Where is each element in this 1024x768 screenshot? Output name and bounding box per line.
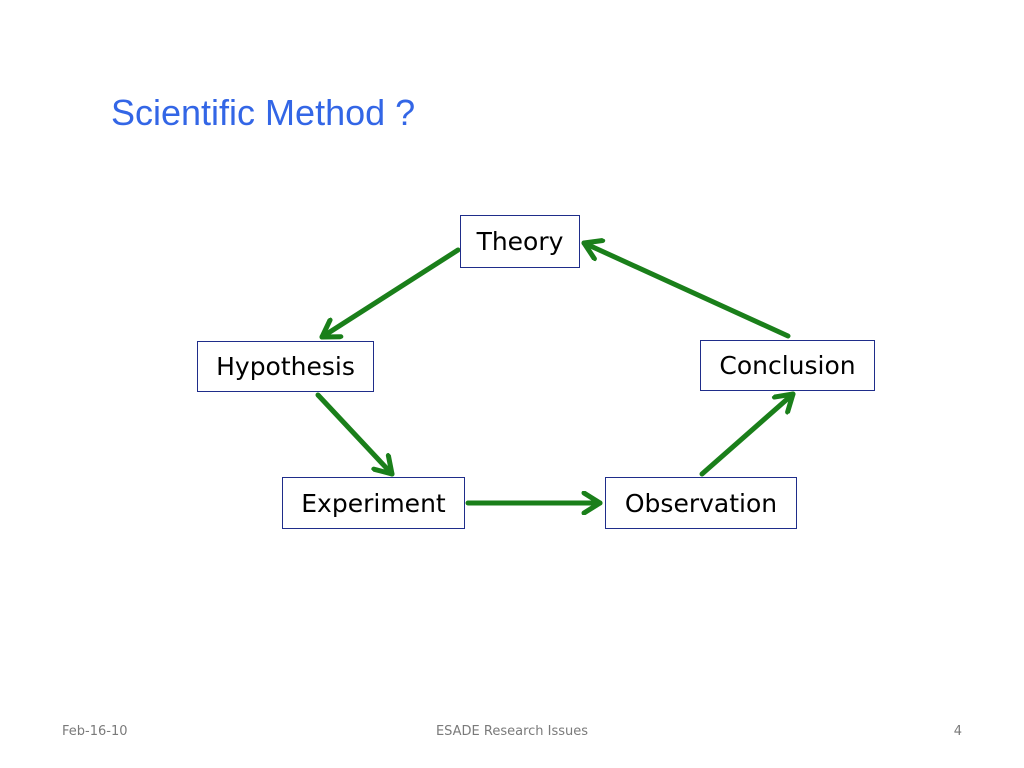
arrow-theory-to-hypothesis [319, 247, 461, 340]
footer-center-text: ESADE Research Issues [435, 724, 589, 739]
node-hypothesis: Hypothesis [197, 341, 374, 392]
node-conclusion: Conclusion [700, 340, 875, 391]
arrow-conclusion-to-theory [581, 243, 791, 339]
arrow-observation-to-conclusion [699, 391, 796, 477]
node-observation: Observation [605, 477, 797, 529]
footer-page-number: 4 [953, 724, 962, 739]
node-experiment: Experiment [282, 477, 465, 529]
arrow-hypothesis-to-experiment [315, 392, 395, 477]
slide-title: Scientific Method ? [111, 92, 416, 133]
node-theory: Theory [460, 215, 580, 268]
footer-date: Feb-16-10 [62, 724, 128, 739]
